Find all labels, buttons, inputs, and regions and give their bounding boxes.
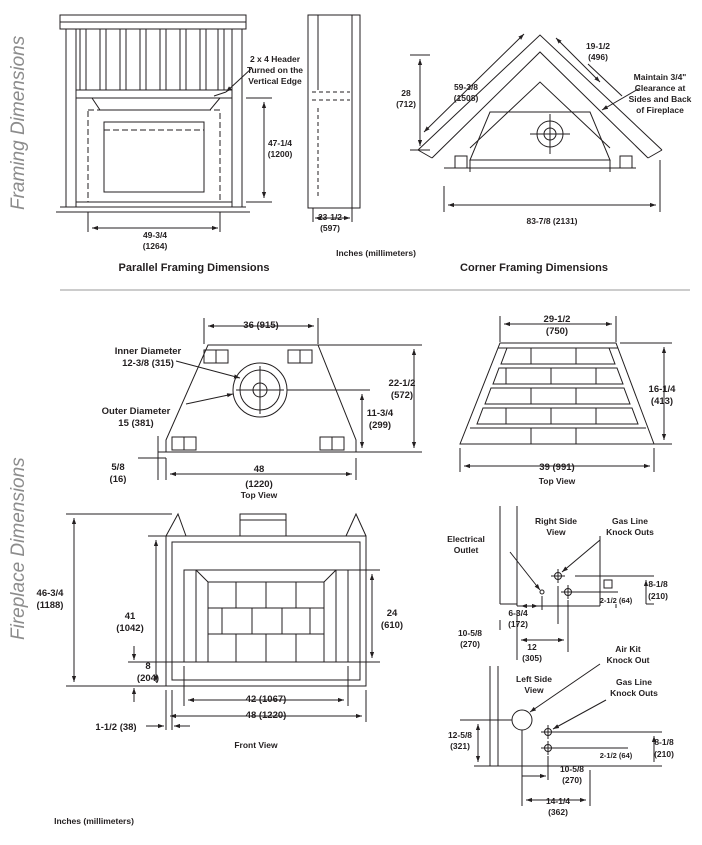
front-view-drawing [66,512,380,730]
corner-caption: Corner Framing Dimensions [460,262,608,274]
clearance-note-3: Sides and Back [629,94,692,104]
parallel-side-section [307,14,361,222]
brick-top-view-caption: Top View [539,476,576,486]
units-note-top: Inches (millimeters) [336,248,416,258]
left-d3-label: 14-1/4 [546,796,570,806]
left-d2-mm: (270) [562,775,582,785]
left-d3-mm: (362) [548,807,568,817]
top-width-label: 36 (915) [243,320,278,331]
opening-height-label: 24 [387,608,398,619]
right-d1-mm: (172) [508,619,528,629]
opening-height-mm: (610) [381,620,403,631]
inner-diameter-value: 12-3/8 (315) [122,358,174,369]
corner-side-mm: (496) [588,52,608,62]
right-d1-label: 6-3/4 [508,608,528,618]
air-kit-2: Knock Out [607,655,650,665]
left-side-view-drawing [460,663,662,806]
electrical-outlet-1: Electrical [447,534,485,544]
outer-diameter-label: Outer Diameter [102,406,171,417]
corner-diagonal-mm: (1508) [454,93,479,103]
overall-height-label: 46-3/4 [37,588,65,599]
base-height-label: 8 [145,661,150,672]
framing-section-title: Framing Dimensions [8,35,29,210]
brick-top-width-label: 29-1/2 [544,314,571,325]
brick-top-view-drawing [459,316,672,472]
header-note-line1: 2 x 4 Header [250,54,301,64]
clearance-note-1: Maintain 3/4" [634,72,687,82]
brick-width-label: 39 (991) [539,462,574,473]
right-d4-mm: (210) [648,591,668,601]
brick-depth-mm: (413) [651,396,673,407]
front-view-caption: Front View [234,740,278,750]
overall-height-mm: (1188) [37,600,64,611]
right-d2-mm: (270) [460,639,480,649]
top-view-caption: Top View [241,490,278,500]
left-d4-mm: (210) [654,749,674,759]
units-note-bottom: Inches (millimeters) [54,816,134,826]
collar-mm: (299) [369,420,391,431]
parallel-caption: Parallel Framing Dimensions [119,262,270,274]
corner-side-label: 19-1/2 [586,41,610,51]
clearance-note-4: of Fireplace [636,105,684,115]
electrical-outlet-2: Outlet [454,545,479,555]
parallel-depth-mm: (597) [320,223,340,233]
top-width48-mm: (1220) [245,479,272,490]
brick-top-width-mm: (750) [546,326,568,337]
margin-label: 1-1/2 (38) [95,722,136,733]
right-d2-label: 10-5/8 [458,628,482,638]
corner-height-mm: (712) [396,99,416,109]
left-d2-label: 10-5/8 [560,764,584,774]
right-gas-1: Gas Line [612,516,648,526]
left-d4-label: 8-1/8 [654,737,674,747]
header-note-line2: Turned on the [247,65,303,75]
top-view-drawing [138,318,422,480]
top-width48-label: 48 [254,464,265,475]
right-gas-2: Knock Outs [606,527,654,537]
front-height-mm: (1042) [116,623,143,634]
left-gas-2: Knock Outs [610,688,658,698]
parallel-depth-label: 23-1/2 [318,212,342,222]
inner-diameter-label: Inner Diameter [115,346,182,357]
top-depth-label: 22-1/2 [389,378,416,389]
corner-diagonal-label: 59-3/8 [454,82,478,92]
corner-width-label: 83-7/8 (2131) [526,216,577,226]
right-d3-label: 12 [527,642,537,652]
parallel-height-label: 47-1/4 [268,138,292,148]
right-side-view-drawing [499,506,654,660]
air-kit-1: Air Kit [615,644,641,654]
left-side-title-2: View [524,685,544,695]
left-gas-1: Gas Line [616,677,652,687]
fireplace-section-title: Fireplace Dimensions [8,457,29,640]
right-side-title-1: Right Side [535,516,577,526]
corner-height-label: 28 [401,88,411,98]
offset-label: 5/8 [111,462,124,473]
offset-mm: (16) [110,474,127,485]
collar-label: 11-3/4 [367,408,394,419]
parallel-framing-drawing [56,14,272,232]
base-height-mm: (204) [137,673,159,684]
clearance-note-2: Clearance at [635,83,686,93]
right-side-title-2: View [546,527,566,537]
left-d5-label: 2-1/2 (64) [600,751,633,760]
front-height-label: 41 [125,611,136,622]
front-width-label: 48 (1220) [246,710,287,721]
top-depth-mm: (572) [391,390,413,401]
outer-diameter-value: 15 (381) [118,418,153,429]
brick-depth-label: 16-1/4 [649,384,677,395]
corner-framing-drawing [410,33,663,212]
left-d1-label: 12-5/8 [448,730,472,740]
right-d3-mm: (305) [522,653,542,663]
parallel-width-label: 49-3/4 [143,230,167,240]
right-d5-label: 2-1/2 (64) [600,596,633,605]
left-d1-mm: (321) [450,741,470,751]
parallel-height-mm: (1200) [268,149,293,159]
left-side-title-1: Left Side [516,674,552,684]
parallel-width-mm: (1264) [143,241,168,251]
opening-width-label: 42 (1067) [246,694,287,705]
right-d4-label: 8-1/8 [648,579,668,589]
header-note-line3: Vertical Edge [248,76,302,86]
